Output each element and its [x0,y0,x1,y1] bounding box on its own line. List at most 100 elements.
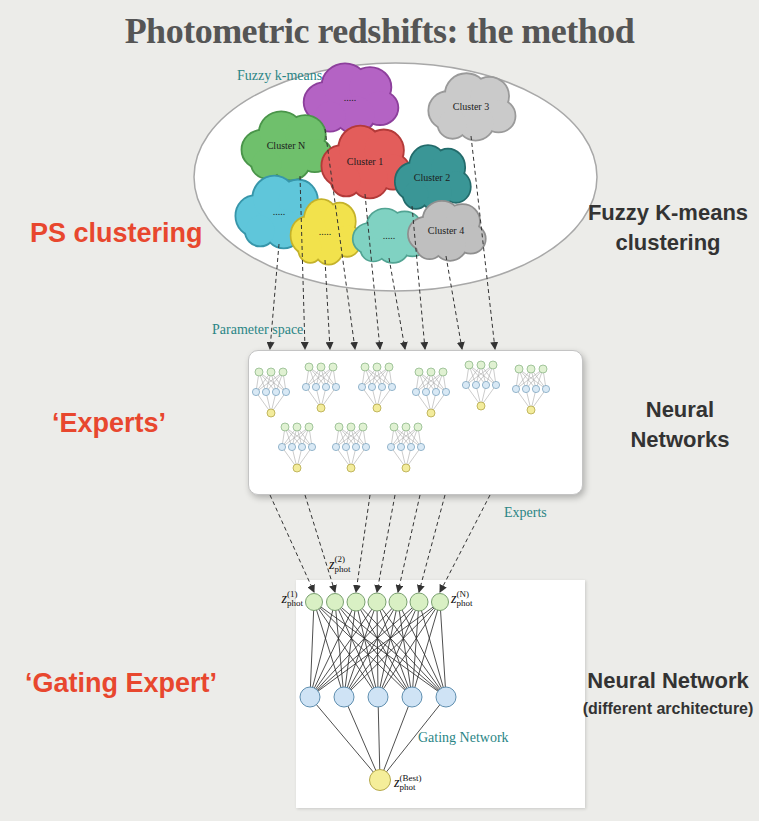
neuron-circle: z(2)phot [326,593,344,611]
hidden-neuron [300,687,320,707]
hidden-neuron [436,687,456,707]
mesh-link [377,602,446,697]
mini-network [278,423,315,472]
mesh-link [310,697,380,780]
input-neuron [410,593,428,611]
net-neuron [293,423,301,431]
mesh-link [310,602,440,697]
net-neuron [390,423,398,431]
net-neuron [359,423,367,431]
net-neuron [427,368,435,376]
net-neuron [373,363,381,371]
parameter-space-ellipse: Fuzzy k-means.....Cluster 3Cluster NClus… [193,62,598,292]
input-neuron [389,593,407,611]
gating-network-box: Gating Networkz(1)photz(2)photz(N)photz(… [296,580,585,808]
input-neuron [368,593,386,611]
space-label: Parameter space [212,322,303,338]
mesh-link [314,602,412,697]
cloud-outline [429,74,515,141]
cloud-fill [409,202,485,260]
net-neuron [322,383,329,390]
hidden-neuron [334,687,354,707]
net-neuron [267,409,275,417]
net-neuron [427,409,435,417]
mesh-link [356,602,446,697]
gating-caption: Gating Network [418,730,509,746]
hidden-neuron [402,687,422,707]
net-neuron [278,443,285,450]
cloud-lobe [299,235,322,262]
mini-network [512,365,549,414]
redshift-label: z(Best)phot [394,774,421,793]
cloud-fill [396,146,470,210]
cluster-cloud: Cluster 2 [392,142,472,212]
mesh-link [344,602,377,697]
mesh-link [377,602,378,697]
cloud-lobe [404,181,429,208]
mesh-link [335,602,378,697]
mesh-link [398,602,446,697]
net-neuron [489,361,497,369]
dashed-arrow [356,495,445,592]
net-neuron [262,388,269,395]
cluster-name: ..... [319,226,332,237]
net-neuron [267,368,275,376]
net-neuron [439,368,447,376]
mesh-link [344,602,440,697]
mesh-link [378,602,440,697]
redshift-symbol: z [394,775,399,790]
net-neuron [512,385,519,392]
mesh-link [378,602,419,697]
slide-title: Photometric redshifts: the method [0,10,759,52]
ellipse-title: Fuzzy k-means [237,68,322,84]
net-neuron [417,443,424,450]
cloud-lobe [361,238,385,260]
net-neuron [492,381,499,388]
dashed-connector [305,495,335,592]
net-neuron [347,464,355,472]
net-neuron [442,388,449,395]
mesh-link [378,697,380,780]
net-neuron [342,443,349,450]
mesh-link [310,602,377,697]
stage-label: ‘Gating Expert’ [25,668,217,699]
cloud-fill [291,200,360,264]
dashed-connector [389,258,405,349]
net-neuron [385,363,393,371]
net-neuron [329,363,337,371]
net-neuron [527,365,535,373]
dashed-connector [325,260,330,349]
net-neuron [422,388,429,395]
net-neuron [255,368,263,376]
net-neuron [527,406,535,414]
net-neuron [407,443,414,450]
mesh-link [380,697,412,780]
net-neuron [281,423,289,431]
net-neuron [347,423,355,431]
net-neuron [462,381,469,388]
mesh-link [419,602,446,697]
dashed-connector [412,206,425,349]
method-note: (different architecture) [578,698,758,720]
redshift-subscript: phot [399,783,421,792]
net-neuron [373,404,381,412]
cluster-name: Cluster 4 [428,225,464,236]
mini-network [387,423,424,472]
cluster-cloud: Cluster 4 [405,198,487,262]
mesh-link [310,602,398,697]
redshift-index: (N) [456,590,472,599]
cluster-name: ..... [383,230,396,241]
cluster-name: Cluster 2 [414,172,450,183]
ellipse-outline [194,63,597,291]
index-stack: (2)phot [334,555,350,574]
cloud-outline [395,146,470,211]
net-neuron [522,385,529,392]
net-neuron [415,368,423,376]
net-neuron [465,361,473,369]
mini-network [462,361,499,410]
redshift-index: (1) [287,590,303,599]
cloud-lobe [417,234,442,259]
net-neuron [298,443,305,450]
dashed-connector [270,495,314,592]
